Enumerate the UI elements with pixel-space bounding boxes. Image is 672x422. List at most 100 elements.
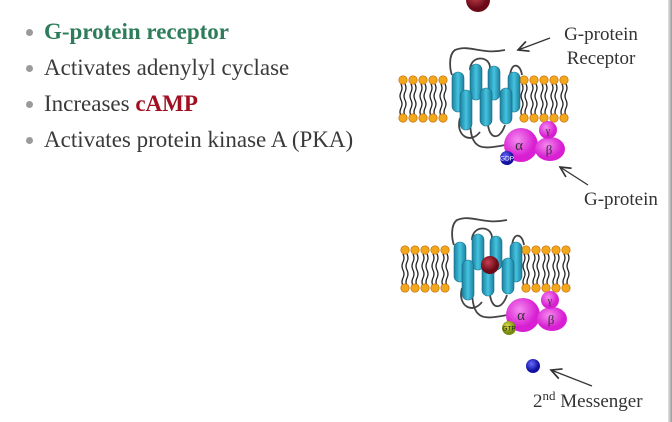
- lipid-head: [529, 113, 539, 123]
- label-messenger: 2nd Messenger: [533, 388, 643, 412]
- lipid-head: [561, 283, 571, 293]
- helix-icon: [459, 89, 473, 131]
- lipid-head: [549, 75, 559, 85]
- lipid-tail: [532, 253, 540, 287]
- lipid-head: [539, 75, 549, 85]
- helix-icon: [471, 233, 485, 271]
- lipid-tail: [540, 83, 548, 117]
- messenger-arrow: [551, 370, 593, 387]
- messenger-text: Messenger: [556, 391, 644, 412]
- lipid-tail: [530, 83, 538, 117]
- lipid-head: [398, 113, 408, 123]
- helix-icon: [479, 87, 493, 127]
- lipid-head: [418, 113, 428, 123]
- lipid-head: [521, 245, 531, 255]
- lipid-head: [430, 283, 440, 293]
- lipid-tail: [439, 83, 447, 117]
- lipid-head: [408, 113, 418, 123]
- lipid-head: [430, 245, 440, 255]
- lipid-tail: [419, 83, 427, 117]
- lipid-tail: [399, 83, 407, 117]
- gamma-label: γ: [547, 296, 553, 307]
- lipid-head: [529, 75, 539, 85]
- bullet-text: Activates protein kinase A (PKA): [44, 127, 354, 152]
- ligand-icon: [466, 0, 490, 12]
- lipid-tail: [550, 83, 558, 117]
- helix-icon: [461, 259, 475, 301]
- lipid-head: [410, 245, 420, 255]
- lipid-head: [549, 113, 559, 123]
- lipid-tail: [431, 253, 439, 287]
- bullet-highlight: cAMP: [135, 91, 198, 116]
- gtp-icon: [502, 321, 516, 335]
- lipid-head: [539, 113, 549, 123]
- lipid-head: [541, 283, 551, 293]
- lipid-head: [519, 113, 529, 123]
- beta-label: β: [548, 312, 555, 327]
- gamma-subunit-icon: [539, 121, 557, 139]
- lipid-tail: [409, 83, 417, 117]
- helix-icon: [501, 257, 515, 295]
- gamma-subunit-icon: [541, 291, 559, 309]
- receptor-loop: [449, 47, 523, 149]
- lipid-head: [541, 245, 551, 255]
- bullet-gprotein-receptor: G-protein receptor: [22, 14, 353, 50]
- messenger-number: 2: [533, 391, 543, 412]
- lipid-tail: [520, 83, 528, 117]
- alpha-subunit-icon: [506, 298, 540, 332]
- beta-subunit-icon: [535, 137, 565, 161]
- label-receptor-line2: Receptor: [567, 48, 636, 69]
- lipid-head: [559, 113, 569, 123]
- lipid-tail: [421, 253, 429, 287]
- lipid-head: [551, 283, 561, 293]
- lipid-head: [438, 75, 448, 85]
- lipid-head: [428, 75, 438, 85]
- gdp-icon: [500, 151, 514, 165]
- lipid-tail: [522, 253, 530, 287]
- gamma-label: γ: [545, 126, 551, 137]
- lipid-head: [400, 245, 410, 255]
- lipid-head: [531, 245, 541, 255]
- alpha-subunit-icon: [504, 128, 538, 162]
- bullet-adenylyl-cyclase: Activates adenylyl cyclase: [22, 50, 353, 86]
- lipid-head: [420, 245, 430, 255]
- beta-label: β: [546, 142, 553, 157]
- receptor-loop: [451, 217, 525, 319]
- lipid-tail: [562, 253, 570, 287]
- lipid-head: [440, 283, 450, 293]
- lipid-head: [531, 283, 541, 293]
- receptor-arrow: [518, 37, 551, 50]
- lipid-tail: [411, 253, 419, 287]
- bullet-camp: Increases cAMP: [22, 86, 353, 122]
- lipid-head: [428, 113, 438, 123]
- alpha-label: α: [517, 308, 525, 324]
- helix-icon: [469, 63, 483, 101]
- lipid-head: [438, 113, 448, 123]
- messenger-sup: nd: [543, 388, 557, 403]
- alpha-label: α: [515, 138, 523, 154]
- beta-subunit-icon: [537, 307, 567, 331]
- lipid-head: [521, 283, 531, 293]
- lipid-tail: [429, 83, 437, 117]
- lipid-head: [410, 283, 420, 293]
- lipid-head: [400, 283, 410, 293]
- slide-edge: [668, 0, 672, 422]
- lipid-head: [398, 75, 408, 85]
- lipid-head: [440, 245, 450, 255]
- bullet-list: G-protein receptor Activates adenylyl cy…: [22, 14, 353, 158]
- lipid-head: [408, 75, 418, 85]
- bullet-pka: Activates protein kinase A (PKA): [22, 122, 353, 158]
- lipid-head: [559, 75, 569, 85]
- lipid-head: [420, 283, 430, 293]
- bullet-text: Activates adenylyl cyclase: [44, 55, 290, 80]
- label-receptor-line1: G-protein: [564, 24, 638, 45]
- lipid-head: [561, 245, 571, 255]
- lipid-tail: [401, 253, 409, 287]
- bullet-text: G-protein receptor: [44, 19, 230, 44]
- bullet-text: Increases: [44, 91, 136, 116]
- gprotein-arrow: [560, 167, 589, 186]
- lipid-head: [551, 245, 561, 255]
- helix-icon: [499, 87, 513, 125]
